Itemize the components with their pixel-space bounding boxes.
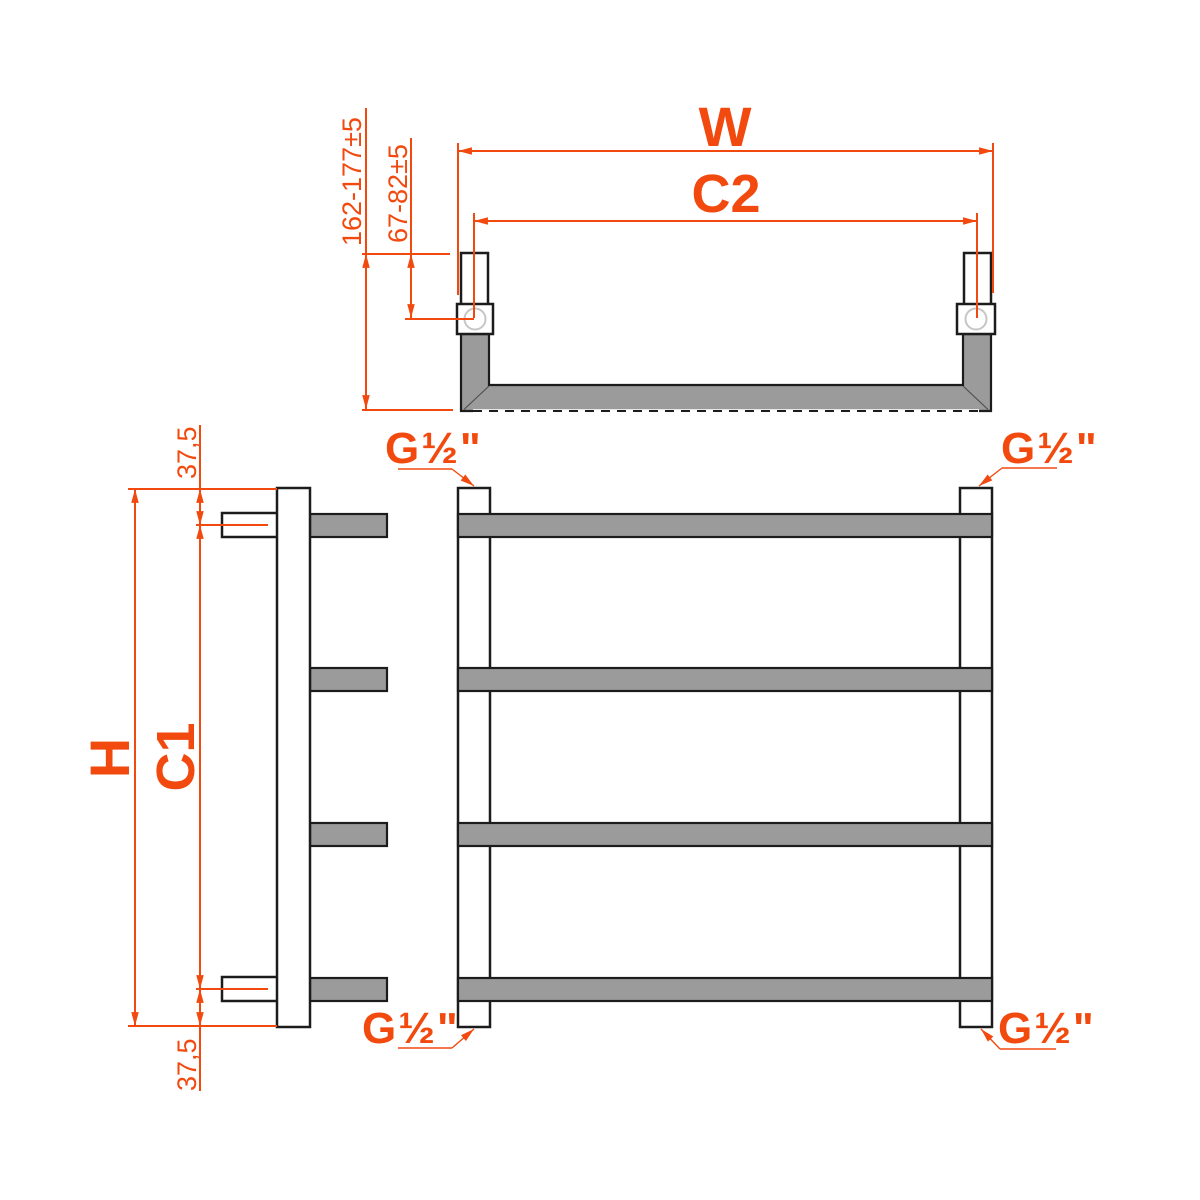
front-view — [456, 486, 994, 1029]
connection-callout-top-right: G½" — [978, 424, 1099, 487]
side-rung-4 — [308, 976, 389, 1003]
callout-leader-bottom-left — [451, 1028, 475, 1049]
w-label: W — [699, 95, 752, 158]
side-view — [196, 486, 389, 1029]
connection-callout-top-left: G½" — [385, 424, 483, 487]
top-view-u-rung — [459, 332, 993, 413]
dim-valve-offset: 67-82±5 — [383, 138, 474, 320]
thread-label-top-right: G½" — [1001, 424, 1099, 473]
c1-label: C1 — [146, 722, 206, 791]
connection-callout-bottom-right: G½" — [980, 1004, 1096, 1053]
h-label: H — [78, 738, 141, 778]
connection-callout-bottom-left: G½" — [362, 1004, 475, 1053]
dim-centers-c2: C2 — [473, 164, 978, 318]
front-rung-2 — [456, 666, 994, 693]
thread-label-bottom-right: G½" — [998, 1004, 1096, 1053]
c2-label: C2 — [691, 164, 760, 224]
valve-offset-label: 67-82±5 — [383, 144, 413, 243]
front-left-riser — [456, 486, 492, 1029]
dim-offset-bottom: 37,5 — [172, 989, 204, 1091]
depth-label: 162-177±5 — [337, 117, 367, 246]
u-rung-right-mitre — [962, 385, 989, 410]
callout-leader-bottom-right — [980, 1028, 1001, 1050]
front-rung-1 — [456, 512, 994, 539]
u-rung-left-mitre — [463, 385, 490, 410]
dim-centers-c1: C1 — [146, 525, 206, 989]
offset-bottom-label: 37,5 — [172, 1038, 202, 1091]
offset-top-label: 37,5 — [172, 426, 202, 479]
dim-width-w: W — [457, 95, 994, 295]
front-right-riser — [958, 486, 994, 1029]
side-rung-2 — [308, 666, 389, 693]
callout-leader-top-right — [978, 467, 1003, 487]
callout-leader-top-left — [451, 468, 475, 487]
side-riser-tube — [275, 486, 312, 1029]
dim-depth-range: 162-177±5 — [337, 108, 453, 411]
front-rung-4 — [456, 976, 994, 1003]
thread-label-bottom-left: G½" — [362, 1004, 460, 1053]
front-rung-3 — [456, 821, 994, 848]
thread-label-top-left: G½" — [385, 424, 483, 473]
side-rung-3 — [308, 821, 389, 848]
dim-offset-top: 37,5 — [172, 425, 204, 525]
top-view — [455, 251, 997, 413]
side-rung-1 — [308, 512, 389, 539]
